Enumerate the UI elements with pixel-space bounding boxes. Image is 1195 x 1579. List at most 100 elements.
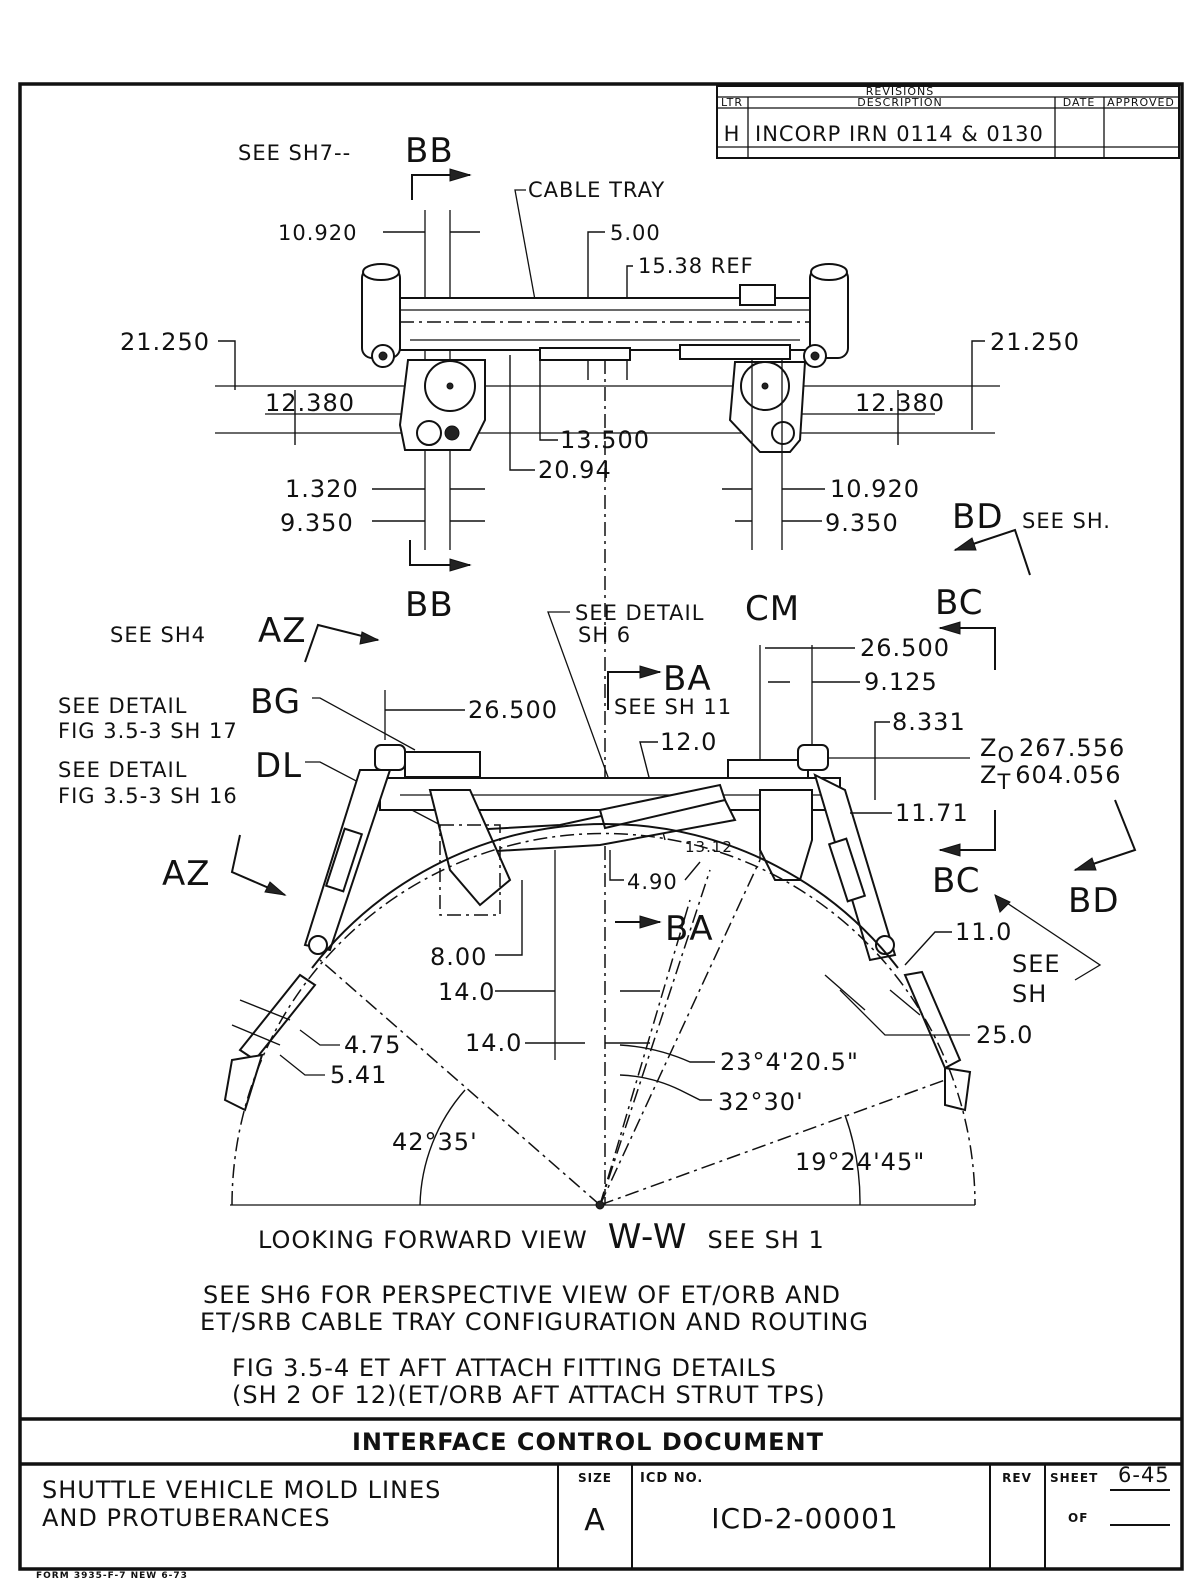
top-view: SEE SH7-- BB CABLE TRAY 10.920 5.00 15.3… [120, 131, 1111, 1205]
sheet-label: SHEET [1050, 1471, 1098, 1485]
bb-bottom-label: BB [405, 585, 454, 625]
form-number: FORM 3935-F-7 NEW 6-73 [36, 1571, 188, 1579]
cable-tray-label: CABLE TRAY [528, 178, 665, 202]
bd-bottom-label: BD [1068, 881, 1120, 921]
doc-title-2: AND PROTUBERANCES [42, 1504, 331, 1532]
cable-tray-body [399, 297, 811, 351]
see-sh7-label: SEE SH7-- [238, 141, 351, 165]
rev-col-description: DESCRIPTION [857, 96, 942, 109]
right-strut [813, 773, 972, 1112]
dim-21250-left: 21.250 [120, 328, 210, 356]
cable-tray-leader [514, 189, 536, 301]
icd-label: ICD NO. [640, 1471, 703, 1486]
dim-11-71: 11.71 [895, 799, 969, 827]
dim-14-0-b: 14.0 [465, 1029, 522, 1057]
dim-25-0: 25.0 [976, 1021, 1033, 1049]
dim-9350-right: 9.350 [825, 509, 899, 537]
left-strut [223, 769, 392, 1112]
dim-13-12: 13.12 [685, 838, 733, 856]
rev-col-approved: APPROVED [1107, 96, 1175, 109]
doc-title-1: SHUTTLE VEHICLE MOLD LINES [42, 1476, 441, 1504]
bc-top-label: BC [935, 583, 983, 623]
angle-32-30: 32°30' [718, 1088, 804, 1116]
see-sh-right-a: SEE [1012, 950, 1061, 978]
see-sh-right-b: SH [1012, 980, 1047, 1008]
dim-4-75: 4.75 [344, 1031, 401, 1059]
dim-5-41: 5.41 [330, 1061, 387, 1089]
fig-line-2: (SH 2 OF 12)(ET/ORB AFT ATTACH STRUT TPS… [232, 1381, 826, 1409]
dim-21250-right: 21.250 [990, 328, 1080, 356]
left-attach-fitting [361, 263, 486, 451]
size-value: A [584, 1503, 606, 1538]
see-detail-cm-a: SEE DETAIL [575, 601, 704, 625]
aft-view: SEE SH4 AZ SEE DETAIL CM SH 6 BC SEE DET… [58, 583, 1137, 1210]
dl-see-detail: SEE DETAIL [58, 758, 187, 782]
bd-top-label: BD [952, 497, 1004, 537]
aft-cable-tray [374, 744, 841, 916]
banner: INTERFACE CONTROL DOCUMENT [352, 1428, 824, 1456]
dim-10920-right: 10.920 [830, 475, 920, 503]
dim-10920-left: 10.920 [278, 221, 357, 245]
dim-11-0: 11.0 [955, 918, 1012, 946]
bb-top-label: BB [405, 131, 454, 171]
dim-9350-left: 9.350 [280, 509, 354, 537]
dim-9125: 9.125 [864, 668, 938, 696]
dim-5-00: 5.00 [610, 221, 661, 245]
bg-see-detail: SEE DETAIL [58, 694, 187, 718]
sheet-value: 6-45 [1118, 1463, 1170, 1487]
revisions-header: REVISIONS [866, 85, 934, 98]
icd-number: ICD-2-00001 [711, 1502, 898, 1535]
title-block: INTERFACE CONTROL DOCUMENT SHUTTLE VEHIC… [20, 1417, 1182, 1579]
rev-label: REV [1002, 1471, 1032, 1485]
fig-line-1: FIG 3.5-4 ET AFT ATTACH FITTING DETAILS [232, 1354, 777, 1382]
bb-bottom-arrow [409, 540, 470, 566]
az-bottom-label: AZ [162, 854, 211, 894]
ba-bottom-label: BA [665, 909, 714, 949]
size-label: SIZE [578, 1471, 612, 1485]
dl-fig: FIG 3.5-3 SH 16 [58, 784, 238, 808]
see-sh-bd: SEE SH. [1022, 509, 1111, 533]
bc-bottom-label: BC [932, 861, 980, 901]
angle-19-24-45: 19°24'45" [795, 1148, 925, 1176]
dl-label: DL [255, 746, 302, 786]
see-detail-cm-b: SH 6 [578, 623, 631, 647]
cm-label: CM [745, 589, 800, 629]
az-top-label: AZ [258, 611, 307, 651]
ba-top-label: BA [663, 659, 712, 699]
dim-26500-right: 26.500 [860, 634, 950, 662]
rev-col-date: DATE [1063, 96, 1096, 109]
bb-top-arrow [411, 174, 470, 200]
rev-description: INCORP IRN 0114 & 0130 [755, 122, 1044, 146]
of-label: OF [1068, 1511, 1088, 1525]
dim-4-90: 4.90 [627, 870, 678, 894]
dim-15-38-ref: 15.38 REF [638, 254, 754, 278]
rev-ltr: H [724, 122, 741, 146]
sheet-border [18, 82, 1184, 1571]
dim-12380-left: 12.380 [265, 389, 355, 417]
dim-1320: 1.320 [285, 475, 359, 503]
dim-12-0: 12.0 [660, 728, 717, 756]
bg-label: BG [250, 682, 301, 722]
revisions-block: REVISIONS LTR DESCRIPTION DATE APPROVED … [716, 85, 1180, 159]
angle-23-4-20-5: 23°4'20.5" [720, 1048, 859, 1076]
tank-outline-arc [231, 832, 976, 1206]
dim-8-00: 8.00 [430, 943, 487, 971]
note-line-2: ET/SRB CABLE TRAY CONFIGURATION AND ROUT… [200, 1308, 869, 1336]
see-sh11-label: SEE SH 11 [614, 695, 732, 719]
angle-42-35: 42°35' [392, 1128, 478, 1156]
dim-8331: 8.331 [892, 708, 966, 736]
see-sh4-label: SEE SH4 [110, 623, 206, 647]
dim-14-0-a: 14.0 [438, 978, 495, 1006]
rev-col-ltr: LTR [721, 96, 743, 109]
note-line-1: SEE SH6 FOR PERSPECTIVE VIEW OF ET/ORB A… [203, 1281, 841, 1309]
bg-fig: FIG 3.5-3 SH 17 [58, 719, 238, 743]
dim-12380-right: 12.380 [855, 389, 945, 417]
right-attach-fitting [728, 263, 849, 453]
dim-2094: 20.94 [538, 456, 612, 484]
dim-26500-left: 26.500 [468, 696, 558, 724]
